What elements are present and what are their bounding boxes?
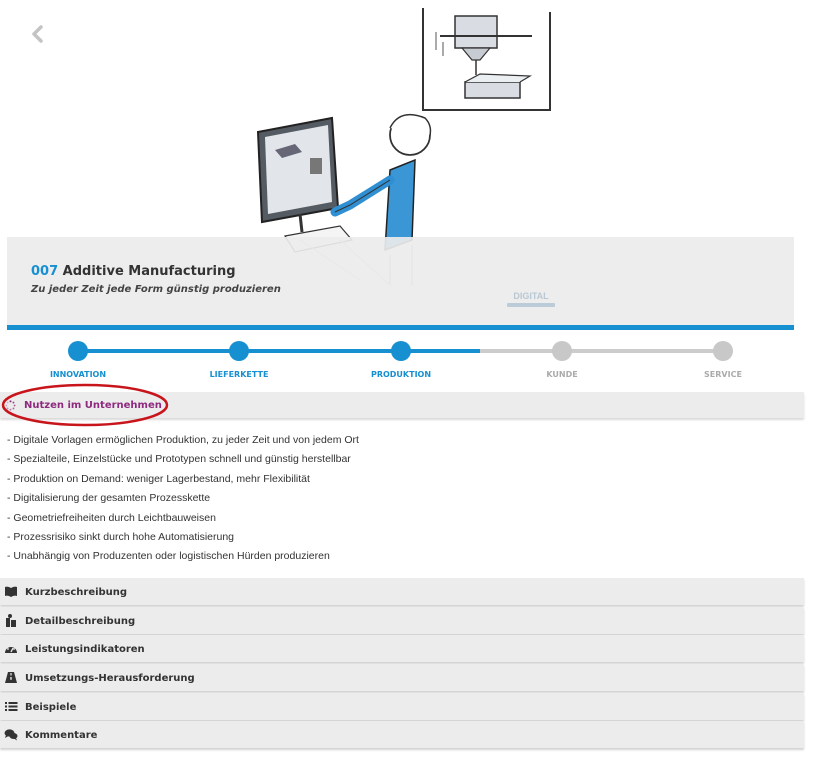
section-kurzbeschreibung[interactable]: Kurzbeschreibung bbox=[0, 578, 804, 605]
stepper-track-active bbox=[78, 349, 480, 353]
list-item: - Digitalisierung der gesamten Prozesske… bbox=[7, 492, 211, 505]
section-detailbeschreibung[interactable]: Detailbeschreibung bbox=[0, 607, 804, 634]
process-stepper: INNOVATION LIEFERKETTE PRODUKTION KUNDE … bbox=[0, 338, 814, 382]
nutzen-list: - Digitale Vorlagen ermöglichen Produkti… bbox=[7, 431, 359, 567]
additive-manufacturing-illustration bbox=[256, 8, 551, 286]
list-item: - Digitale Vorlagen ermöglichen Produkti… bbox=[7, 434, 359, 446]
book-icon bbox=[5, 586, 17, 597]
section-leistungsindikatoren[interactable]: Leistungsindikatoren bbox=[0, 635, 804, 662]
spinner-icon bbox=[5, 400, 16, 411]
list-item: - Spezialteile, Einzelstücke und Prototy… bbox=[7, 453, 351, 466]
hero-panel: 007 Additive Manufacturing Zu jeder Zeit… bbox=[7, 237, 794, 330]
step-label-lieferkette[interactable]: LIEFERKETTE bbox=[209, 370, 269, 379]
hero-title-text: Additive Manufacturing bbox=[62, 264, 236, 279]
hero-number: 007 bbox=[31, 264, 59, 279]
section-kommentare[interactable]: Kommentare bbox=[0, 721, 804, 748]
stepper-track-inactive bbox=[480, 349, 723, 353]
step-dot-produktion[interactable] bbox=[391, 341, 411, 361]
list-item: - Unabhängig von Produzenten oder logist… bbox=[7, 550, 330, 563]
digital-logo: DIGITAL bbox=[507, 292, 555, 307]
hero-subtitle: Zu jeder Zeit jede Form günstig produzie… bbox=[31, 284, 281, 295]
section-umsetzungs-herausforderung[interactable]: Umsetzungs-Herausforderung bbox=[0, 664, 804, 691]
step-dot-innovation[interactable] bbox=[68, 341, 88, 361]
list-item: - Geometriefreiheiten durch Leichtbauwei… bbox=[7, 511, 216, 524]
nutzen-section-header[interactable]: Nutzen im Unternehmen bbox=[0, 392, 804, 418]
list-item: - Prozessrisiko sinkt durch hohe Automat… bbox=[7, 531, 235, 544]
road-icon bbox=[5, 672, 17, 683]
highlight-ring-annotation bbox=[1, 383, 169, 427]
gauge-icon bbox=[5, 645, 17, 653]
step-label-service[interactable]: SERVICE bbox=[704, 370, 742, 379]
step-dot-service[interactable] bbox=[713, 341, 733, 361]
section-label: Kurzbeschreibung bbox=[25, 587, 128, 598]
step-label-innovation[interactable]: INNOVATION bbox=[49, 370, 107, 379]
section-beispiele[interactable]: Beispiele bbox=[0, 693, 804, 720]
section-label: Detailbeschreibung bbox=[25, 616, 136, 627]
step-label-produktion[interactable]: PRODUKTION bbox=[370, 370, 432, 379]
section-label: Leistungsindikatoren bbox=[25, 644, 145, 655]
step-dot-kunde[interactable] bbox=[552, 341, 572, 361]
step-label-kunde[interactable]: KUNDE bbox=[546, 370, 578, 379]
digital-logo-bar bbox=[507, 303, 555, 307]
back-chevron-icon[interactable] bbox=[26, 20, 50, 48]
section-label: Kommentare bbox=[25, 730, 98, 741]
books-icon bbox=[6, 614, 16, 627]
step-dot-lieferkette[interactable] bbox=[229, 341, 249, 361]
nutzen-section-label: Nutzen im Unternehmen bbox=[24, 400, 162, 411]
section-label: Beispiele bbox=[25, 702, 77, 713]
hero-title: 007 Additive Manufacturing bbox=[31, 264, 236, 279]
list-item: - Produktion on Demand: weniger Lagerbes… bbox=[7, 472, 310, 485]
section-label: Umsetzungs-Herausforderung bbox=[25, 673, 195, 684]
list-icon bbox=[5, 702, 18, 711]
digital-logo-text: DIGITAL bbox=[513, 291, 549, 301]
comments-icon bbox=[4, 729, 18, 741]
